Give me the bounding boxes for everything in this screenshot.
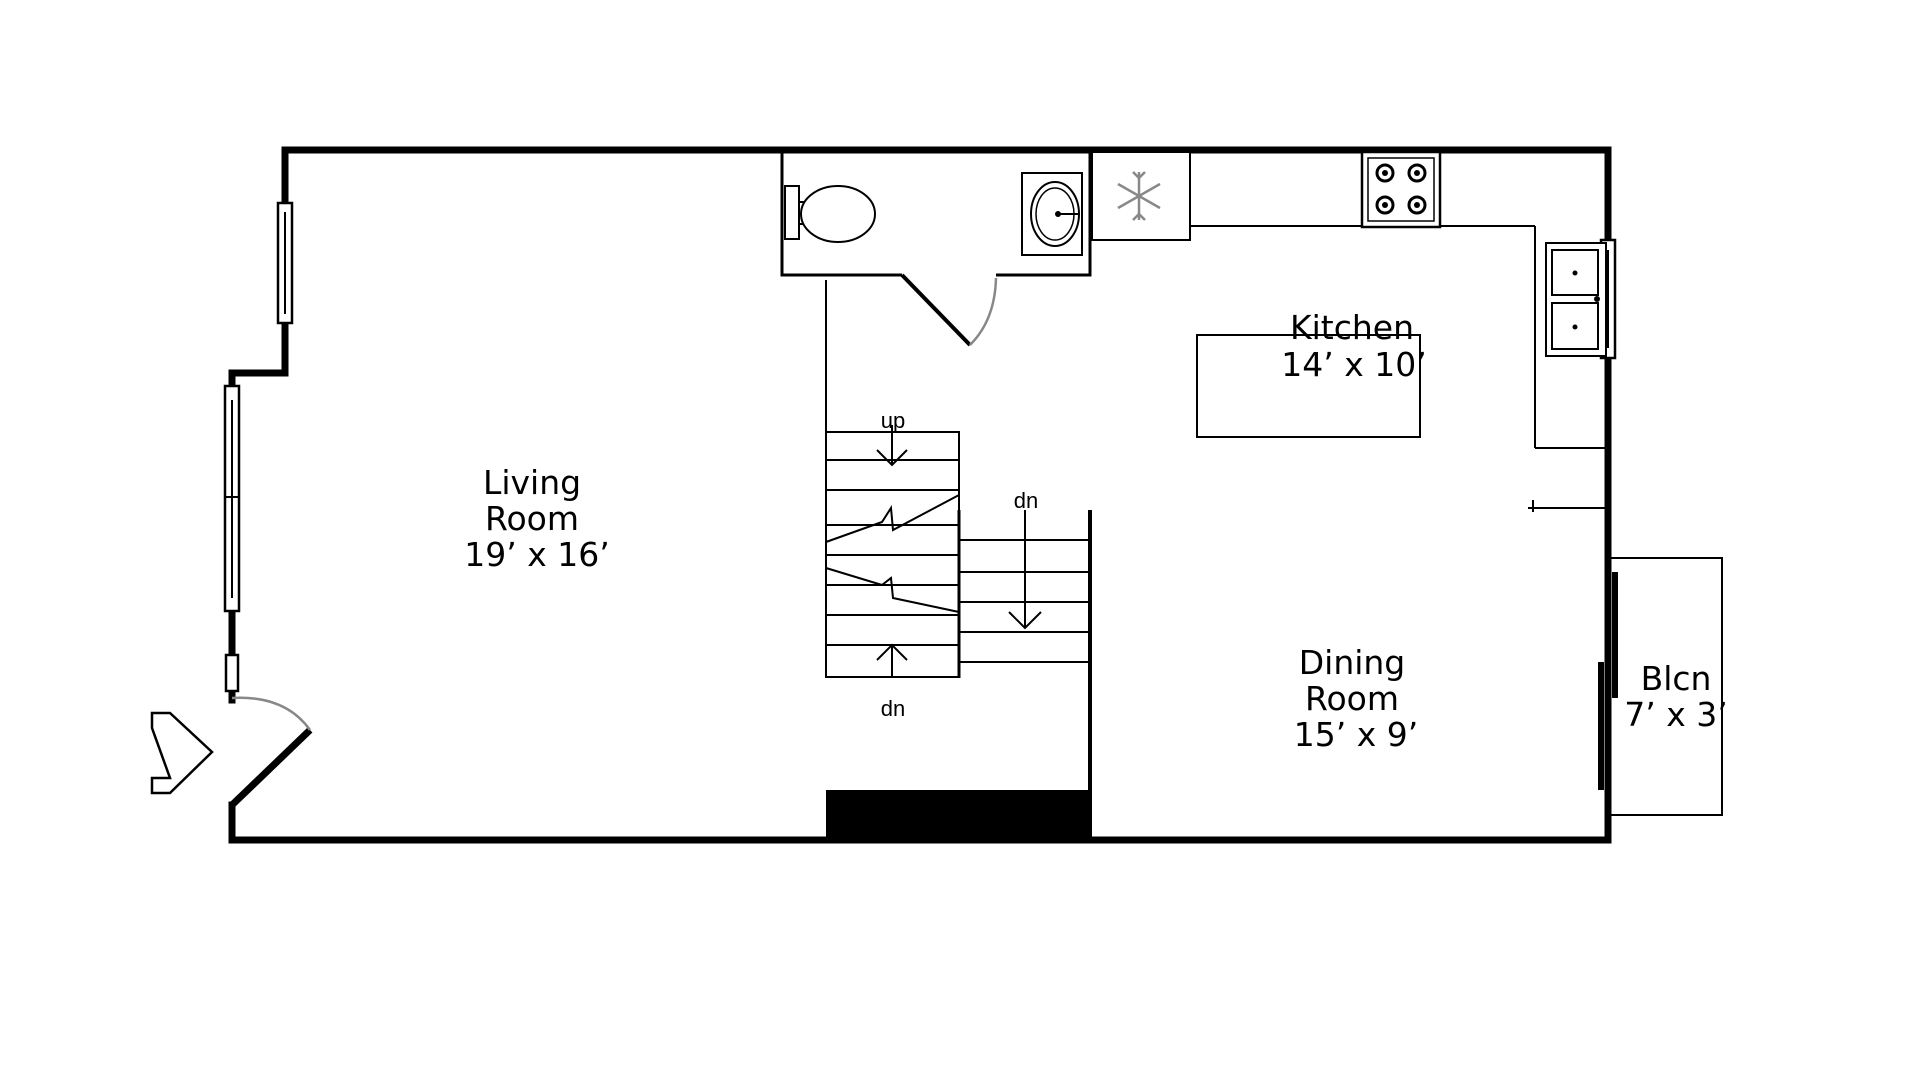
entry-arrow-icon	[150, 711, 214, 795]
dining-room-dimensions: 15’ x 9’	[1294, 715, 1418, 754]
staircase	[825, 280, 1092, 840]
floor-opening	[826, 790, 1091, 840]
entry-door	[229, 696, 313, 808]
living-room-name-1: Living	[483, 463, 581, 502]
stair-up-label: up	[881, 408, 905, 433]
living-room-name-2: Room	[485, 499, 579, 538]
dining-room-name-2: Room	[1305, 679, 1399, 718]
powder-room	[780, 150, 1092, 347]
balcony	[1598, 557, 1723, 816]
window-living-upper	[276, 201, 294, 325]
double-sink-icon	[1545, 242, 1607, 357]
refrigerator-icon	[1091, 151, 1191, 241]
kitchen-island	[1196, 334, 1421, 438]
dining-room-label: Dining Room 15’ x 9’	[1294, 643, 1418, 754]
window-living-bay	[223, 384, 241, 693]
kitchen-name: Kitchen	[1290, 308, 1414, 347]
kitchen-dimensions: 14’ x 10’	[1281, 345, 1426, 384]
stove-icon	[1360, 150, 1442, 229]
toilet-icon	[784, 185, 876, 243]
dining-room-name-1: Dining	[1299, 643, 1406, 682]
sink-icon	[1021, 172, 1083, 256]
kitchen-label: Kitchen 14’ x 10’	[1281, 308, 1426, 384]
stair-down-label-upper: dn	[1014, 488, 1038, 513]
living-room-dimensions: 19’ x 16’	[464, 535, 609, 574]
balcony-name: Blcn	[1641, 659, 1712, 698]
living-room-label: Living Room 19’ x 16’	[464, 463, 609, 574]
stair-down-label-lower: dn	[881, 696, 905, 721]
balcony-dimensions: 7’ x 3’	[1624, 695, 1727, 734]
balcony-label: Blcn 7’ x 3’	[1624, 659, 1727, 734]
